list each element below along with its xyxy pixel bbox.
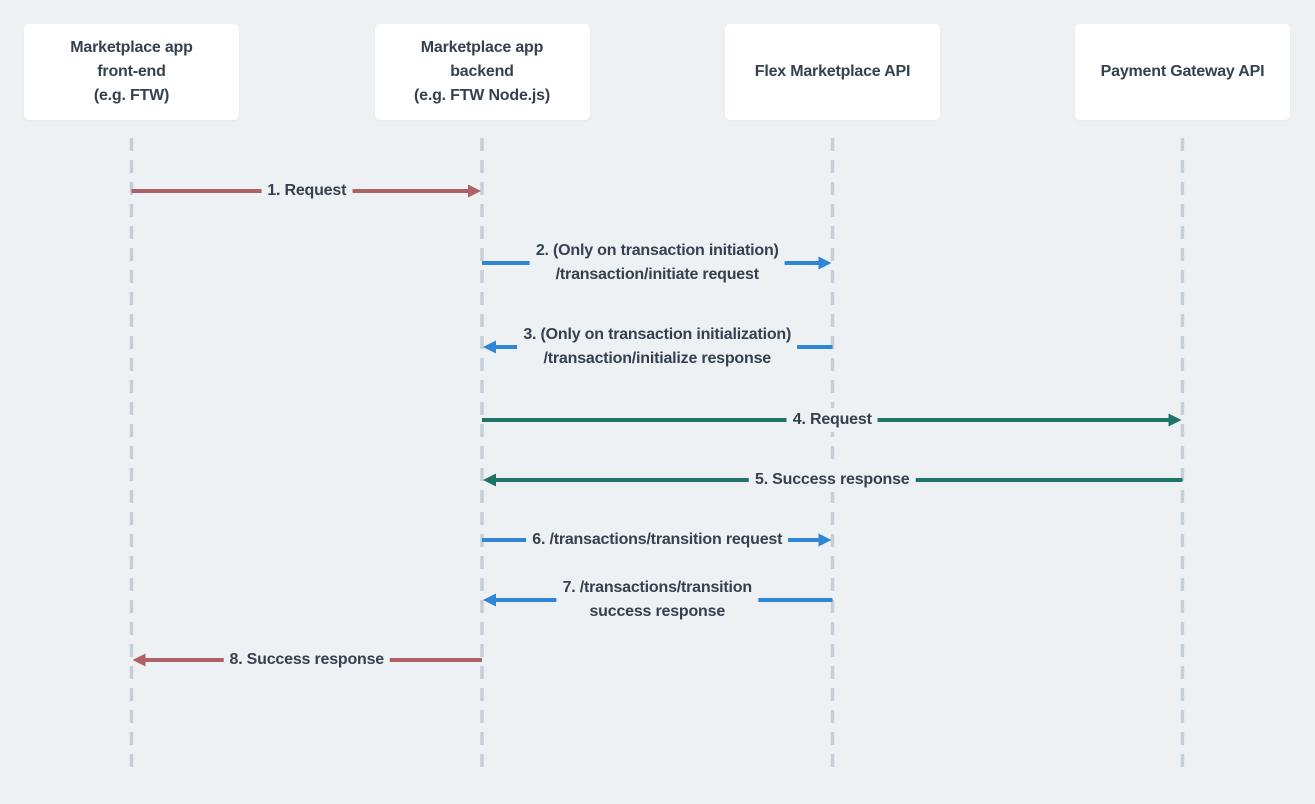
message-label-7: 7. /transactions/transition success respo… <box>556 576 758 624</box>
participant-box-backend: Marketplace app backend (e.g. FTW Node.js) <box>374 24 590 120</box>
participant-box-frontend: Marketplace app front-end (e.g. FTW) <box>24 24 239 120</box>
message-label-line: 7. /transactions/transition <box>562 579 753 596</box>
participant-label-line: Marketplace app <box>420 39 544 56</box>
message-label-2: 2. (Only on transaction initiation) /tran… <box>529 239 785 287</box>
message-label-line: 5. Success response <box>754 471 910 488</box>
message-arrowhead-1 <box>468 184 481 198</box>
participant-box-flex-api: Flex Marketplace API <box>725 24 940 120</box>
participant-label-line: Marketplace app <box>70 39 193 56</box>
message-label-line: 2. (Only on transaction initiation) <box>535 242 779 259</box>
participant-label-line: Flex Marketplace API <box>754 63 911 80</box>
message-label-line: 4. Request <box>792 411 872 428</box>
message-label-line: /transaction/initiate request <box>555 266 759 283</box>
participant-label-line: (e.g. FTW) <box>93 87 170 104</box>
participant-label-line: backend <box>450 63 514 80</box>
message-arrowhead-7 <box>483 593 496 607</box>
participant-box-payment-api: Payment Gateway API <box>1075 24 1290 120</box>
message-arrowhead-5 <box>483 473 496 487</box>
message-label-1: 1. Request <box>261 179 353 203</box>
message-label-6: 6. /transactions/transition request <box>526 528 789 552</box>
message-label-line: success response <box>589 603 726 620</box>
participant-label-line: front-end <box>97 63 166 80</box>
message-label-line: 6. /transactions/transition request <box>532 531 783 548</box>
participant-label-line: Payment Gateway API <box>1100 63 1265 80</box>
message-arrowhead-6 <box>818 533 832 547</box>
message-label-line: 3. (Only on transaction initialization) <box>523 326 792 343</box>
message-arrowhead-3 <box>483 340 496 354</box>
message-label-line: 1. Request <box>267 182 347 199</box>
message-label-5: 5. Success response <box>748 468 916 492</box>
message-arrowhead-2 <box>818 256 832 270</box>
message-label-line: /transaction/initialize response <box>543 350 772 367</box>
message-label-3: 3. (Only on transaction initialization) /… <box>517 323 798 371</box>
message-arrowhead-8 <box>132 653 146 667</box>
message-label-line: 8. Success response <box>229 651 385 668</box>
message-arrowhead-4 <box>1168 413 1182 427</box>
message-label-4: 4. Request <box>786 408 878 432</box>
message-label-8: 8. Success response <box>223 648 391 672</box>
participant-label-line: (e.g. FTW Node.js) <box>414 87 550 104</box>
